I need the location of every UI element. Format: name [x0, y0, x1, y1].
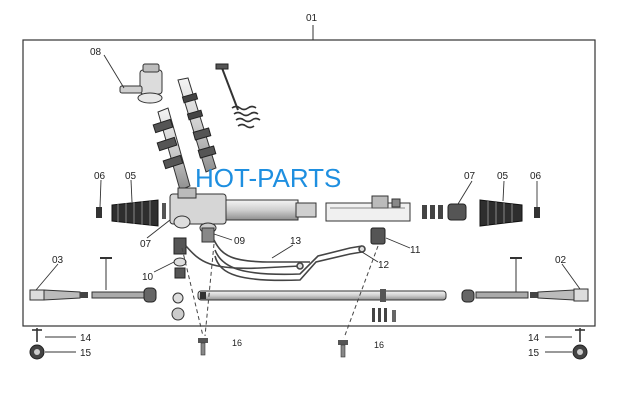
seal-rings-left-part-07: [162, 203, 191, 229]
callout-02: 02: [555, 255, 567, 266]
bolt-guide-lines: [181, 243, 379, 339]
callout-13: 13: [290, 236, 302, 247]
bolt-right-part-16: [338, 340, 348, 358]
fitting-part-10: [171, 237, 187, 321]
clamp-left-part-06: [96, 207, 102, 218]
callout-15-left: 15: [80, 348, 92, 359]
input-shaft-right: [177, 77, 217, 173]
callout-leaders: [35, 54, 581, 353]
hydraulic-lines: [185, 239, 366, 282]
bolt-left-part-16: [198, 338, 208, 356]
tie-bolt-and-spring: [215, 63, 261, 129]
callout-16-right: 16: [374, 340, 384, 350]
assembly-number-label: 01: [306, 13, 318, 24]
tie-rod-right-part-02: [461, 257, 589, 303]
seal-rings-right-part-07: [422, 203, 467, 221]
watermark-text: HOT-PARTS: [195, 163, 341, 193]
callout-15-right: 15: [528, 348, 540, 359]
rack-housing: [169, 187, 411, 225]
callout-06-right: 06: [530, 171, 542, 182]
callout-14-right: 14: [528, 333, 540, 344]
callout-11: 11: [410, 245, 421, 256]
callout-05-right: 05: [497, 171, 509, 182]
callout-10: 10: [142, 272, 154, 283]
shims: [372, 308, 396, 322]
fitting-part-09: [199, 222, 217, 243]
castle-nut-left-part-15: [29, 344, 45, 360]
callout-03: 03: [52, 255, 64, 266]
callout-07-right: 07: [464, 171, 476, 182]
callout-06-left: 06: [94, 171, 106, 182]
callout-16-left: 16: [232, 338, 242, 348]
cotter-pin-left-part-14: [32, 328, 42, 342]
rack-bar: [197, 289, 447, 302]
assembly-frame: [22, 39, 596, 327]
clamp-right-part-06: [534, 207, 540, 218]
callout-05-left: 05: [125, 171, 137, 182]
castle-nut-right-part-15: [572, 344, 588, 360]
bellows-right-part-05: [479, 199, 523, 227]
callout-12: 12: [378, 260, 390, 271]
bellows-left-part-05: [111, 199, 159, 227]
callout-14-left: 14: [80, 333, 92, 344]
callout-09: 09: [234, 236, 246, 247]
cotter-pin-right-part-14: [575, 328, 585, 342]
input-shaft-left: [152, 107, 191, 191]
tie-rod-left-part-03: [29, 257, 157, 303]
fitting-part-11: [370, 227, 386, 245]
callout-08: 08: [90, 47, 102, 58]
callout-07-left: 07: [140, 239, 152, 250]
valve-housing-part-08: [119, 63, 163, 104]
